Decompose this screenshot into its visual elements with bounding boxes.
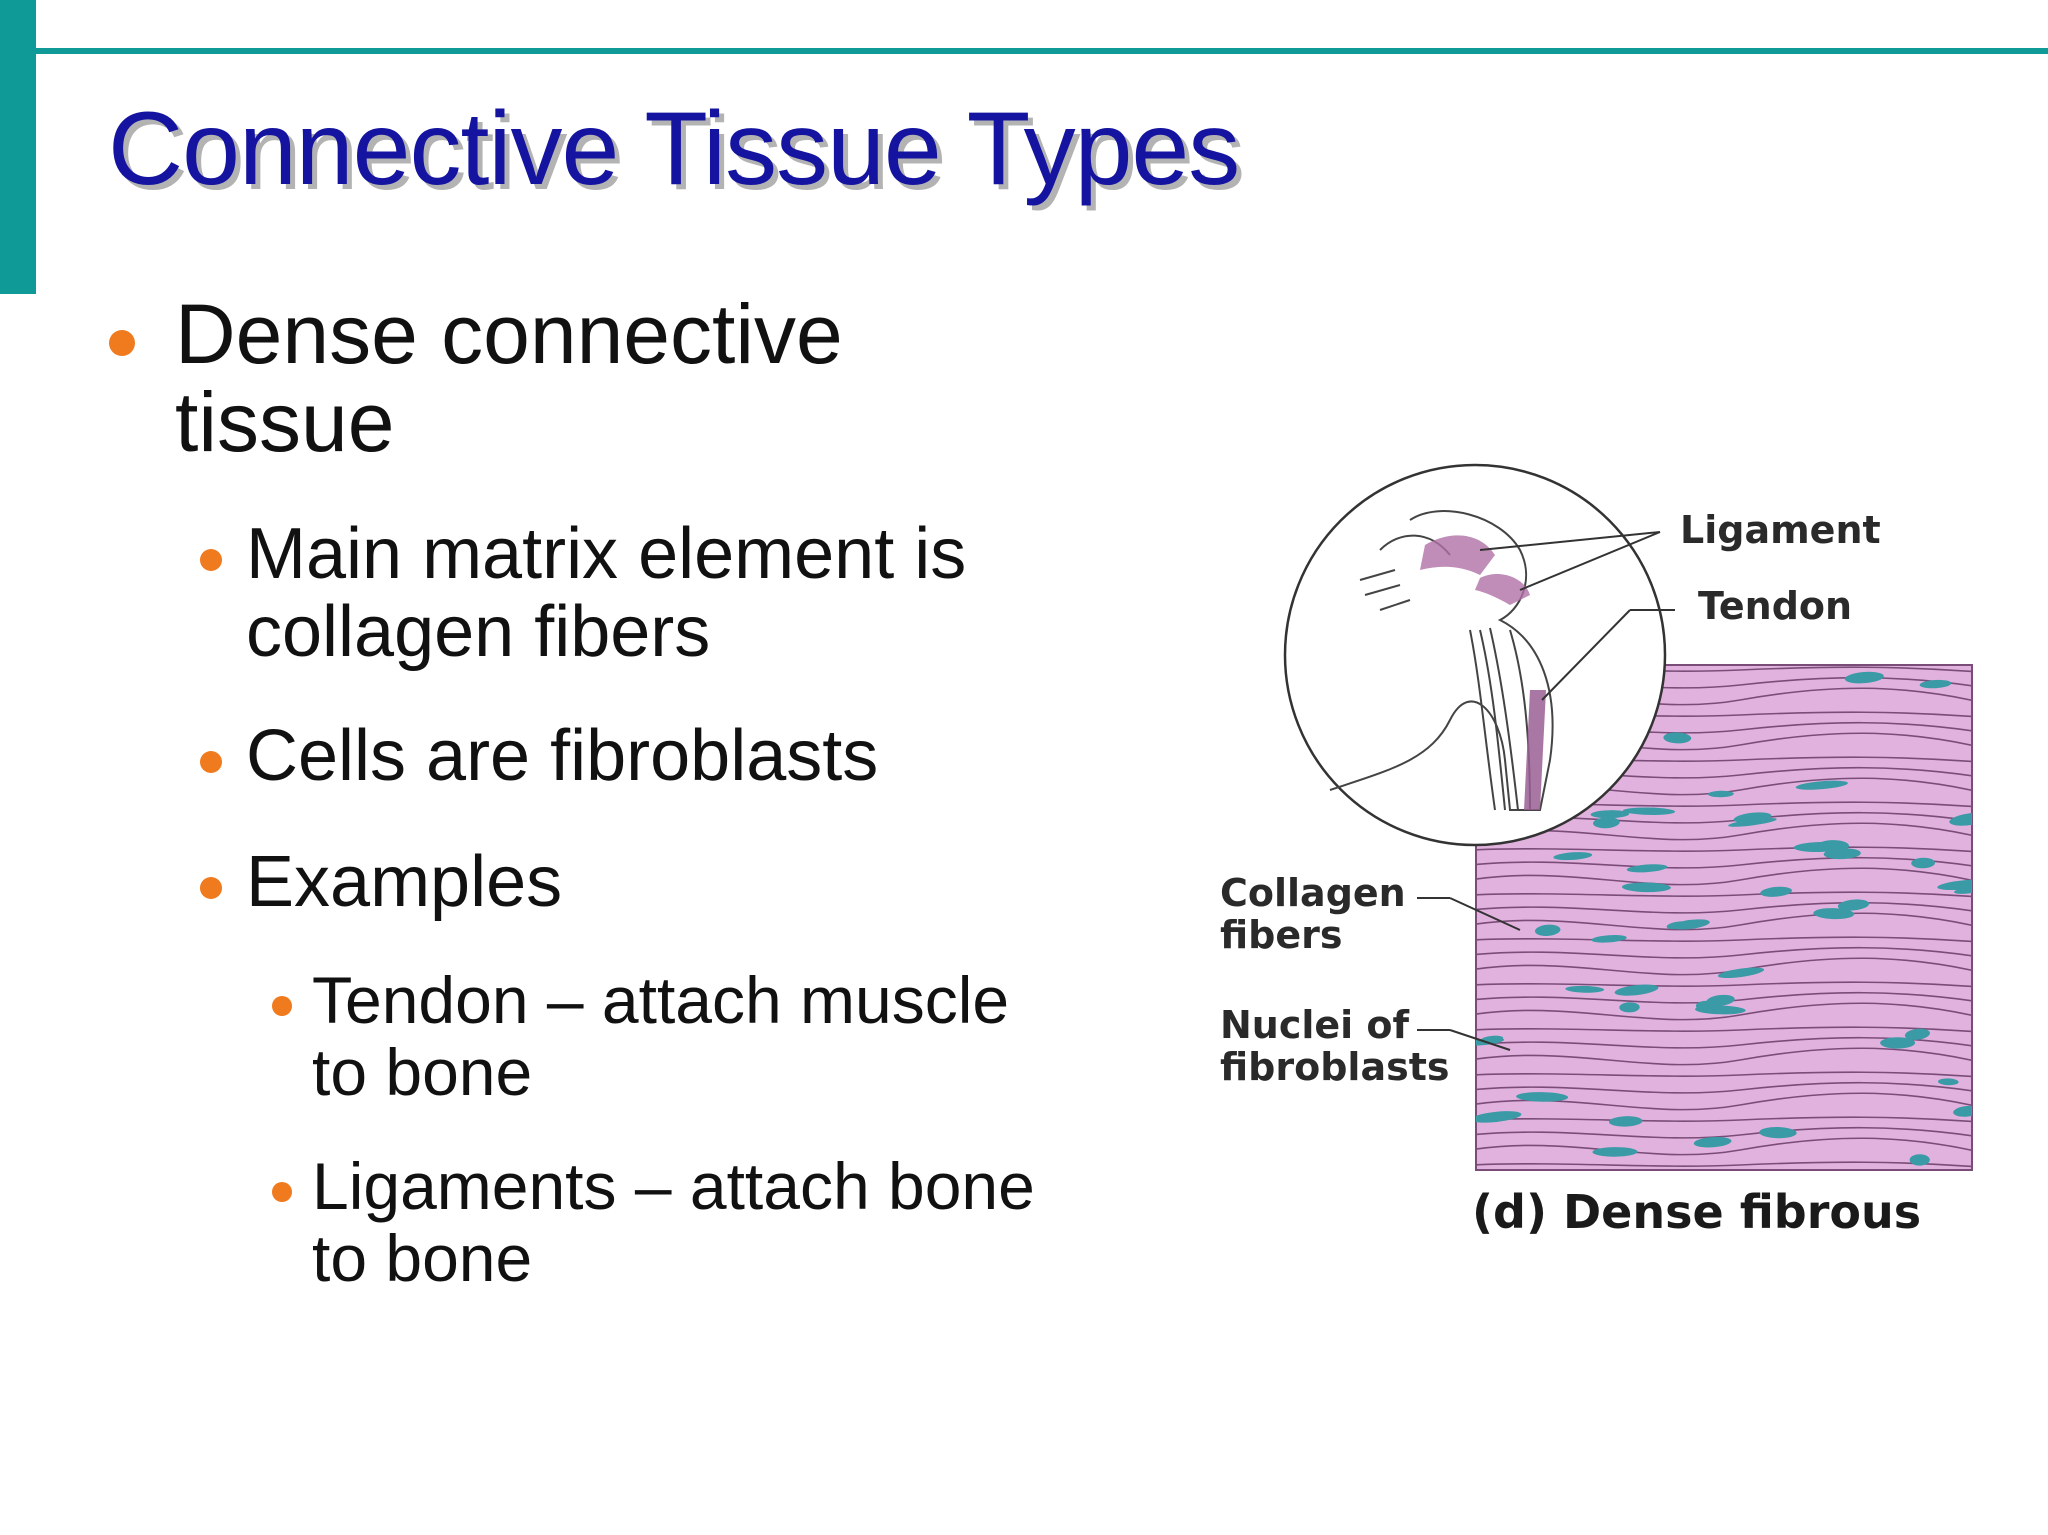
collagen-fiber-line bbox=[1476, 936, 1972, 943]
label-ligament: Ligament bbox=[1680, 508, 1881, 552]
fibroblast-nucleus bbox=[1733, 812, 1772, 824]
fibroblast-nucleus bbox=[1534, 924, 1561, 936]
slide-title: Connective Tissue Types bbox=[108, 91, 1240, 207]
fibroblast-nucleus bbox=[1717, 967, 1765, 979]
ligament-shape bbox=[1475, 574, 1530, 605]
bullet-text-line1: Cells are fibroblasts bbox=[246, 716, 879, 796]
tissue-square bbox=[1475, 664, 1973, 1171]
fibroblast-nucleus bbox=[1666, 921, 1689, 930]
bullet-level2: Main matrix element is collagen fibers bbox=[200, 514, 967, 672]
collagen-fiber-line bbox=[1476, 1026, 1972, 1033]
collagen-fiber-line bbox=[1476, 946, 1972, 959]
tendon-shape bbox=[1524, 690, 1546, 810]
dense-fibrous-figure: Ligament Tendon Collagen fibers Nuclei o… bbox=[1180, 460, 2020, 1260]
collagen-fiber-line bbox=[1476, 867, 1972, 886]
bullet-text-line2: to bone bbox=[312, 1035, 533, 1109]
fibroblast-nucleus bbox=[1663, 732, 1692, 744]
fibroblast-nucleus bbox=[1823, 848, 1861, 860]
collagen-fiber-line bbox=[1476, 1126, 1972, 1139]
collagen-fiber-line bbox=[1476, 891, 1972, 898]
bullet-text-line2: to bone bbox=[312, 1221, 533, 1295]
bullet-dot bbox=[200, 751, 222, 773]
collagen-fiber-line bbox=[1476, 1137, 1972, 1156]
tissue-illustration bbox=[1283, 463, 1973, 1171]
bullet-text-line2: tissue bbox=[175, 375, 395, 469]
bullet-level3: Ligaments – attach bone to bone bbox=[272, 1149, 1035, 1295]
bullet-text-line2: collagen fibers bbox=[246, 592, 711, 672]
fibroblast-nucleus bbox=[1614, 984, 1659, 996]
bullet-dot bbox=[109, 330, 135, 356]
fibroblast-nucleus bbox=[1938, 1078, 1959, 1086]
fibroblast-nucleus bbox=[1813, 908, 1855, 920]
fibroblast-nucleus bbox=[1949, 812, 1972, 826]
fibroblast-nucleus bbox=[1591, 934, 1627, 943]
fibroblast-nucleus bbox=[1880, 1037, 1916, 1049]
label-nuclei-fibroblasts: Nuclei of fibroblasts bbox=[1220, 1003, 1450, 1089]
bullet-text-line1: Dense connective bbox=[175, 287, 843, 381]
fibroblast-nucleus bbox=[1516, 1092, 1569, 1102]
bullet-level2: Examples bbox=[200, 842, 563, 922]
bullet-level2: Cells are fibroblasts bbox=[200, 716, 879, 796]
bullet-dot bbox=[272, 996, 292, 1016]
fibroblast-nucleus bbox=[1553, 852, 1593, 861]
fibroblast-nucleus bbox=[1795, 780, 1848, 790]
collagen-fiber-line bbox=[1476, 901, 1972, 914]
bullet-level1: Dense connective tissue bbox=[109, 287, 843, 469]
fibroblast-nucleus bbox=[1593, 817, 1620, 829]
collagen-fiber-line bbox=[1476, 1081, 1972, 1094]
fibroblast-nucleus bbox=[1592, 1147, 1638, 1157]
fibroblast-nucleus bbox=[1481, 1035, 1504, 1043]
bullet-text-line1: Main matrix element is bbox=[246, 514, 967, 594]
fibroblast-nucleus bbox=[1909, 1154, 1930, 1166]
fibroblast-nucleus bbox=[1953, 1105, 1972, 1117]
figure-caption: (d) Dense fibrous bbox=[1472, 1185, 1922, 1239]
fibroblast-nucleus bbox=[1760, 886, 1792, 897]
label-tendon: Tendon bbox=[1698, 584, 1853, 628]
leader-lines bbox=[1417, 531, 1675, 1051]
fibroblast-nucleus bbox=[1844, 671, 1884, 684]
bullet-dot bbox=[272, 1182, 292, 1202]
collagen-fiber-line bbox=[1476, 1161, 1972, 1168]
collagen-fiber-line bbox=[1476, 846, 1972, 853]
collagen-fiber-line bbox=[1476, 991, 1972, 1004]
label-collagen-fibers: Collagen fibers bbox=[1220, 871, 1406, 957]
collagen-fiber-line bbox=[1476, 1071, 1972, 1078]
fibroblast-nucleus bbox=[1706, 994, 1735, 1006]
bullet-dot bbox=[200, 877, 222, 899]
fibroblast-nucleus bbox=[1590, 810, 1630, 819]
fibroblast-nucleus bbox=[1937, 879, 1972, 891]
collagen-fiber-line bbox=[1476, 1116, 1972, 1123]
fibroblast-nucleus bbox=[1708, 790, 1734, 798]
fibroblast-nucleus bbox=[1622, 807, 1676, 815]
bullet-text-line1: Examples bbox=[246, 842, 563, 922]
collagen-fiber-line bbox=[1476, 981, 1972, 988]
collagen-fiber-line bbox=[1476, 856, 1972, 869]
bullet-text-line1: Ligaments – attach bone bbox=[312, 1149, 1035, 1223]
ligament-shape bbox=[1420, 535, 1495, 575]
top-rule bbox=[36, 48, 2048, 54]
collagen-fiber-line bbox=[1476, 1047, 1972, 1066]
fibroblast-nucleus bbox=[1621, 882, 1671, 893]
fibroblast-nucleus bbox=[1626, 864, 1668, 873]
bullet-level3: Tendon – attach muscle to bone bbox=[272, 963, 1010, 1109]
collagen-fiber-line bbox=[1476, 822, 1972, 841]
fibroblast-nucleus bbox=[1476, 1111, 1522, 1123]
fibroblast-nucleus bbox=[1565, 985, 1605, 993]
accent-bar bbox=[0, 0, 36, 294]
collagen-fiber-line bbox=[1476, 1002, 1972, 1021]
fibroblast-nucleus bbox=[1608, 1116, 1643, 1127]
fibroblast-nucleus bbox=[1919, 679, 1952, 689]
collagen-fiber-line bbox=[1476, 912, 1972, 931]
fibroblast-nucleus bbox=[1837, 899, 1870, 911]
fibroblast-nucleus bbox=[1619, 1002, 1640, 1013]
fibroblast-nucleus bbox=[1693, 1136, 1732, 1148]
fibroblast-nucleus bbox=[1904, 1028, 1930, 1040]
bullet-dot bbox=[200, 549, 222, 571]
fibroblast-nucleus bbox=[1759, 1126, 1797, 1139]
bullet-text-line1: Tendon – attach muscle bbox=[312, 963, 1010, 1037]
fibroblast-nucleus bbox=[1911, 857, 1935, 869]
